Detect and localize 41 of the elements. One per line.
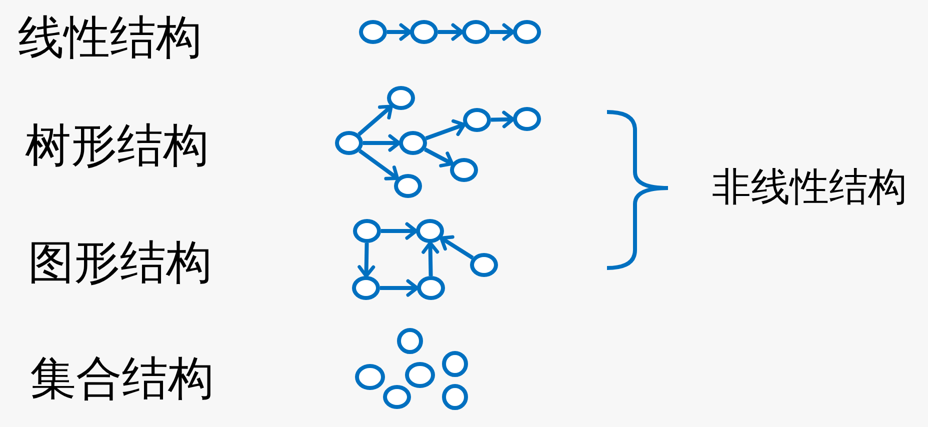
- arrow: [358, 149, 400, 180]
- arrow: [387, 23, 412, 41]
- circle-node: [383, 385, 411, 409]
- arrow: [490, 23, 515, 41]
- arrow: [358, 104, 393, 136]
- arrow: [425, 119, 466, 140]
- structure-label: 线性结构: [18, 14, 202, 60]
- circle-node: [463, 108, 491, 132]
- circle-node: [353, 219, 381, 243]
- circle-node: [387, 86, 415, 110]
- circle-node: [352, 276, 380, 300]
- circle-node: [513, 20, 541, 44]
- circle-node: [513, 107, 541, 131]
- structure-label: 图形结构: [28, 239, 212, 285]
- circle-node: [470, 253, 498, 277]
- arrow: [380, 279, 419, 297]
- circle-node: [397, 328, 423, 354]
- structure-label: 树形结构: [25, 122, 209, 168]
- circle-node: [442, 351, 468, 377]
- circle-node: [335, 131, 363, 155]
- circle-node: [405, 362, 435, 388]
- circle-node: [410, 20, 438, 44]
- circle-node: [450, 158, 478, 182]
- circle-node: [462, 20, 490, 44]
- circle-node: [355, 364, 385, 390]
- arrow: [424, 148, 454, 168]
- arrow: [440, 235, 474, 260]
- circle-node: [416, 219, 444, 243]
- arrow: [358, 242, 376, 278]
- circle-node: [399, 131, 427, 155]
- arrow: [381, 222, 418, 240]
- arrow: [438, 23, 464, 41]
- arrow: [363, 134, 401, 152]
- structure-label: 集合结构: [30, 355, 214, 401]
- circle-node: [394, 174, 422, 198]
- circle-node: [442, 384, 468, 410]
- circle-node: [359, 20, 387, 44]
- structure-label: 非线性结构: [712, 168, 907, 207]
- circle-node: [417, 276, 445, 300]
- arrow: [490, 110, 515, 128]
- arrow: [422, 241, 440, 276]
